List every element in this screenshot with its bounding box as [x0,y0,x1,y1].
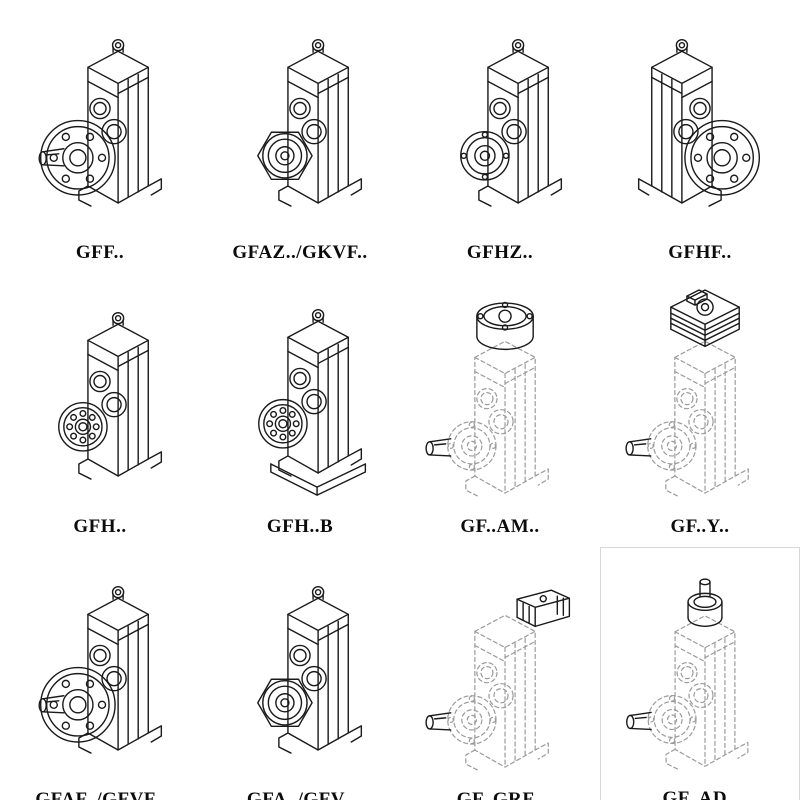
catalog-cell-gf-am: GF..AM.. [400,273,600,546]
catalog-cell-gf-y: GF..Y.. [600,273,800,546]
gearbox-shaft-mounted-with-base-drawing [258,309,367,497]
catalog-cell-gfh: GFH.. [0,273,200,546]
catalog-cell-gf-grf: GF..GRF.. [400,547,600,800]
gearbox-phantom-with-motor-drawing [625,289,749,498]
model-label: GFAZ../GKVF.. [232,242,368,264]
catalog-cell-gfa-gfv: GFA../GFV.. [200,547,400,800]
model-label: GF..GRF.. [456,788,544,800]
catalog-cell-gfh-b: GFH..B [200,273,400,546]
gearbox-shaft-mounted-bearing-drawing [58,312,163,481]
model-label: GFHF.. [668,242,732,264]
model-label: GF..Y.. [670,515,730,537]
model-label: GFHZ.. [466,242,534,264]
model-label: GFH..B [266,515,334,537]
gearbox-phantom-grf-attachment-drawing [425,588,571,771]
model-label: GF..AM.. [460,515,540,537]
gearbox-phantom-input-shaft-adapter-drawing [626,577,749,770]
gearbox-output-flange-with-shaft-drawing [38,38,163,207]
catalog-cell-gf-ad: GF..AD.. [600,546,800,800]
model-label: GF..AD.. [662,787,738,800]
gearbox-hollow-shaft-hex-boss-drawing [257,585,363,754]
model-label: GFA../GFV.. [246,788,354,800]
model-label: GFF.. [75,242,125,264]
catalog-cell-gfaz-gkvf: GFAZ../GKVF.. [200,0,400,273]
gearbox-hollow-shaft-hex-boss-drawing [257,38,363,207]
gearbox-hollow-shaft-drawing [460,38,563,207]
gearbox-side-flange-drawing [637,38,761,207]
model-label: GFH.. [73,515,127,537]
gearbox-output-flange-with-shaft-drawing [38,585,163,754]
catalog-cell-gfhz: GFHZ.. [400,0,600,273]
catalog-cell-gff: GFF.. [0,0,200,273]
catalog-cell-gfhf: GFHF.. [600,0,800,273]
catalog-cell-gfaf-gfvf: GFAF../GFVF.. [0,547,200,800]
model-label: GFAF../GFVF.. [35,788,165,800]
gearbox-phantom-iec-adapter-drawing [425,301,549,498]
